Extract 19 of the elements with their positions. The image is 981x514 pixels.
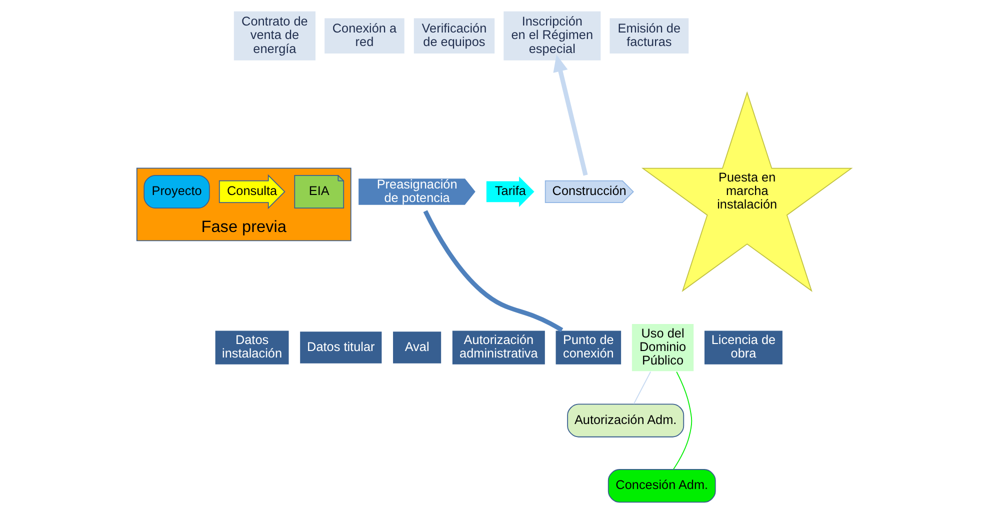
node-box: Verificación de equipos bbox=[414, 18, 495, 54]
arrow bbox=[553, 54, 588, 176]
node-box: Emisión de facturas bbox=[610, 18, 689, 54]
node-box: Contrato de venta de energía bbox=[234, 11, 316, 60]
node-box: Conexión a red bbox=[324, 18, 404, 54]
node-box: Autorización administrativa bbox=[452, 330, 546, 366]
node-box: Licencia de obra bbox=[704, 330, 784, 366]
connector bbox=[423, 210, 564, 332]
node-box: Uso del Dominio Público bbox=[631, 323, 695, 372]
node-box: Inscripción en el Régimen especial bbox=[504, 11, 601, 60]
connector bbox=[633, 371, 652, 404]
node-box: Aval bbox=[392, 330, 442, 364]
node-box: Datos titular bbox=[299, 330, 383, 364]
node-box: Proyecto bbox=[144, 174, 210, 208]
node-box: Autorización Adm. bbox=[567, 404, 684, 438]
node-box: Concesión Adm. bbox=[608, 469, 716, 503]
node-box: Punto de conexión bbox=[554, 330, 622, 366]
connector bbox=[672, 371, 692, 470]
node-box: Datos instalación bbox=[214, 330, 290, 366]
